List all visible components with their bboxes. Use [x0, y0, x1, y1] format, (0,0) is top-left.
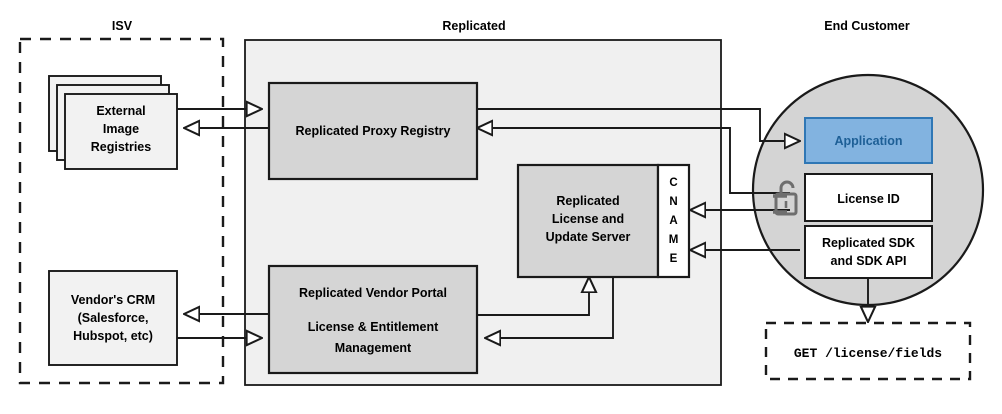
- group-title-end-customer: End Customer: [824, 19, 910, 33]
- vendor-portal-label-1: Replicated Vendor Portal: [299, 286, 447, 300]
- replicated-sdk-label-2: and SDK API: [831, 254, 907, 268]
- node-vendors-crm[interactable]: Vendor's CRM (Salesforce, Hubspot, etc): [48, 270, 178, 366]
- node-cname[interactable]: C N A M E: [656, 163, 691, 279]
- edge-vendorportal-to-licenseserver: [478, 277, 589, 316]
- node-replicated-proxy-registry[interactable]: Replicated Proxy Registry: [267, 81, 479, 181]
- node-license-update-server[interactable]: Replicated License and Update Server: [516, 163, 660, 279]
- proxy-registry-box: [267, 81, 479, 181]
- cname-box: [656, 163, 691, 279]
- license-id-label: License ID: [837, 192, 900, 206]
- unlock-icon: [773, 180, 798, 216]
- registries-label-3: Registries: [91, 140, 151, 154]
- group-title-replicated: Replicated: [442, 19, 505, 33]
- replicated-sdk-label-1: Replicated SDK: [822, 236, 915, 250]
- vendor-portal-box: [267, 264, 479, 375]
- node-application[interactable]: Application: [804, 117, 933, 164]
- connector-layer: [177, 109, 868, 338]
- edge-licenseserver-to-vendorportal: [485, 270, 614, 338]
- proxy-registry-label: Replicated Proxy Registry: [296, 124, 451, 138]
- node-license-id[interactable]: License ID: [804, 173, 933, 222]
- license-server-label-3: Update Server: [546, 230, 631, 244]
- api-call-label: GET /license/fields: [794, 346, 942, 361]
- node-replicated-vendor-portal[interactable]: Replicated Vendor Portal License & Entit…: [267, 264, 479, 375]
- license-id-box: [804, 173, 933, 222]
- cname-letter-1: C: [669, 177, 677, 189]
- application-box: [804, 117, 933, 164]
- stack-front: [64, 93, 178, 170]
- cname-letter-4: M: [669, 234, 679, 246]
- registries-label-1: External: [96, 104, 145, 118]
- crm-label-3: Hubspot, etc): [73, 329, 153, 343]
- crm-box: [48, 270, 178, 366]
- node-replicated-sdk[interactable]: Replicated SDK and SDK API: [804, 225, 933, 279]
- license-server-label-2: License and: [552, 212, 624, 226]
- cname-letter-3: A: [669, 215, 677, 227]
- edge-proxy-to-application: [470, 108, 800, 141]
- node-api-call[interactable]: GET /license/fields: [764, 321, 972, 381]
- vendor-portal-label-3: Management: [335, 341, 412, 355]
- crm-label-2: (Salesforce,: [78, 311, 149, 325]
- api-call-box: [764, 321, 972, 381]
- vendor-portal-label-2: License & Entitlement: [308, 320, 439, 334]
- registries-label-2: Image: [103, 122, 139, 136]
- region-isv: [18, 37, 225, 385]
- license-server-label-1: Replicated: [556, 194, 619, 208]
- node-external-image-registries[interactable]: External Image Registries: [48, 75, 178, 170]
- edge-licenseid-to-proxy: [477, 128, 790, 194]
- application-label: Application: [834, 134, 902, 148]
- crm-label-1: Vendor's CRM: [71, 293, 155, 307]
- cname-letter-2: N: [669, 196, 677, 208]
- license-server-box: [516, 163, 660, 279]
- replicated-sdk-box: [804, 225, 933, 279]
- group-title-isv: ISV: [112, 19, 133, 33]
- cname-letter-5: E: [670, 253, 678, 265]
